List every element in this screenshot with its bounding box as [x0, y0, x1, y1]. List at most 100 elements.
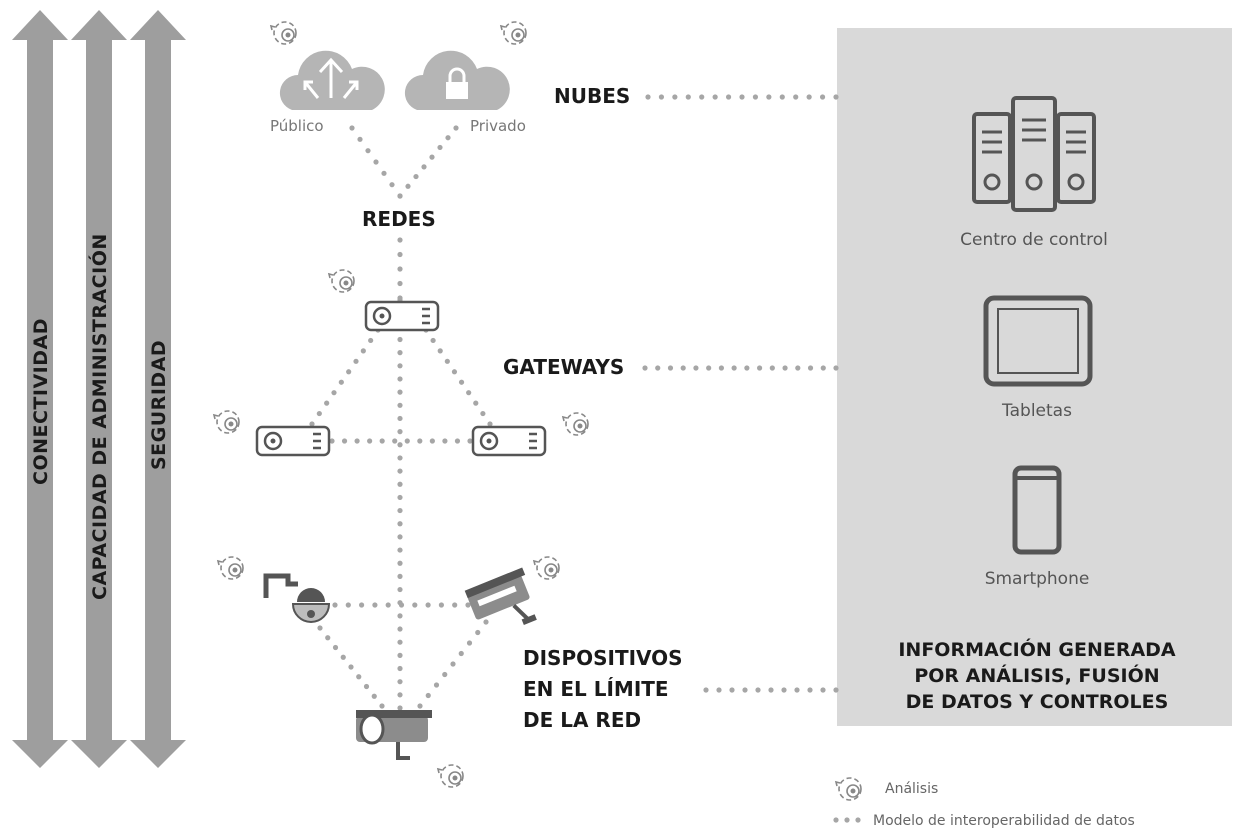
connection-dot — [699, 94, 705, 100]
connection-dot — [768, 687, 774, 693]
connection-dot — [807, 365, 814, 371]
connection-dot — [755, 687, 761, 693]
connection-dot — [450, 661, 456, 667]
connection-dot — [397, 376, 403, 382]
analysis-icon — [328, 269, 355, 293]
connection-dot — [769, 365, 775, 371]
connection-dot — [381, 170, 387, 176]
connection-dot — [718, 365, 725, 371]
pillar-label-seguridad: SEGURIDAD — [148, 340, 170, 470]
pillar-label-capacidad: CAPACIDAD DE ADMINISTRACIÓN — [87, 233, 111, 600]
connection-dot — [397, 415, 403, 422]
connection-dot — [658, 94, 665, 100]
connection-dot — [405, 183, 411, 189]
connection-dot — [744, 365, 750, 371]
connection-dot — [338, 379, 344, 385]
connection-dot — [680, 365, 686, 371]
connection-dot — [781, 687, 787, 693]
connection-dot — [487, 421, 493, 427]
connection-dot — [345, 602, 351, 608]
connection-dot — [397, 350, 403, 356]
connection-dot — [452, 602, 458, 608]
connection-dot — [316, 410, 322, 417]
gateway-icon — [364, 300, 440, 332]
connection-dot — [458, 650, 464, 657]
connection-dot — [742, 687, 748, 693]
conectividad-arrow — [12, 10, 68, 768]
analysis-icon — [437, 764, 464, 788]
connection-dot — [451, 369, 458, 375]
connection-dot — [348, 664, 354, 670]
gateway-icon — [471, 425, 547, 457]
connection-dot — [645, 94, 651, 100]
connection-dot — [693, 365, 699, 371]
connection-dot — [454, 438, 461, 444]
connection-dot — [706, 365, 712, 371]
connection-dot — [353, 358, 359, 364]
connection-dot — [392, 438, 398, 444]
smartphone-label: Smartphone — [985, 569, 1090, 589]
connection-dot — [438, 602, 444, 608]
connection-dot — [782, 365, 788, 371]
layer-label-devices-3: DE LA RED — [523, 708, 641, 732]
seguridad-arrow — [130, 10, 186, 768]
connection-dot — [433, 682, 440, 688]
connection-dot — [356, 674, 362, 680]
connection-dot — [373, 159, 379, 165]
connection-dot — [467, 438, 473, 444]
legend-interop-label: Modelo de interoperabilidad de datos — [873, 813, 1135, 829]
connection-dot — [397, 429, 403, 435]
connection-dot — [473, 400, 479, 406]
connection-dot — [340, 654, 346, 660]
connection-dot — [341, 438, 348, 444]
connection-dot — [397, 626, 403, 632]
connection-dot — [430, 337, 436, 344]
connection-dot — [429, 154, 435, 160]
connection-dot — [725, 94, 732, 100]
layer-label-devices-2: EN EL LÍMITE — [523, 677, 669, 701]
pillar-arrows: CONECTIVIDAD CAPACIDAD DE ADMINISTRACIÓN… — [12, 10, 186, 768]
connection-dot — [425, 692, 431, 699]
connection-dot — [368, 337, 374, 344]
connection-dot — [349, 125, 355, 131]
connection-dot — [739, 94, 745, 100]
connection-dot — [397, 455, 403, 461]
bullet-camera-icon — [356, 710, 432, 760]
connection-dot — [397, 560, 403, 566]
connection-dot — [397, 547, 403, 553]
connection-dot — [397, 652, 403, 658]
connection-dot — [397, 336, 403, 343]
connection-dot — [466, 640, 473, 646]
connection-dot — [417, 703, 423, 709]
connection-dot — [793, 94, 799, 100]
connection-dot — [397, 534, 403, 540]
connection-dot — [371, 693, 377, 699]
connection-dot — [655, 365, 661, 371]
connection-dot — [317, 625, 323, 631]
connection-dot — [795, 365, 801, 371]
connection-dot — [331, 390, 337, 396]
connection-dot — [483, 619, 489, 625]
connection-dot — [397, 494, 403, 501]
layer-label-devices-1: DISPOSITIVOS — [523, 646, 683, 670]
connection-dot — [332, 644, 339, 651]
connection-dot — [397, 363, 403, 369]
connection-dot — [404, 438, 410, 444]
connection-dot — [324, 400, 330, 406]
connection-dot — [397, 402, 403, 408]
connection-dot — [820, 365, 826, 371]
connection-dot — [453, 125, 459, 131]
legend-analysis-label: Análisis — [885, 781, 938, 797]
connection-dot — [365, 148, 371, 154]
connection-dot — [379, 438, 385, 444]
control-center-label: Centro de control — [960, 230, 1108, 250]
connection-dot — [766, 94, 772, 100]
connection-dot — [397, 573, 403, 579]
connection-dot — [429, 438, 435, 444]
connection-dot — [445, 135, 451, 141]
connection-dot — [833, 94, 839, 100]
layer-label-nubes: NUBES — [554, 84, 630, 108]
connection-dot — [437, 144, 443, 151]
connection-dot — [757, 365, 763, 371]
connection-dot — [833, 687, 839, 693]
